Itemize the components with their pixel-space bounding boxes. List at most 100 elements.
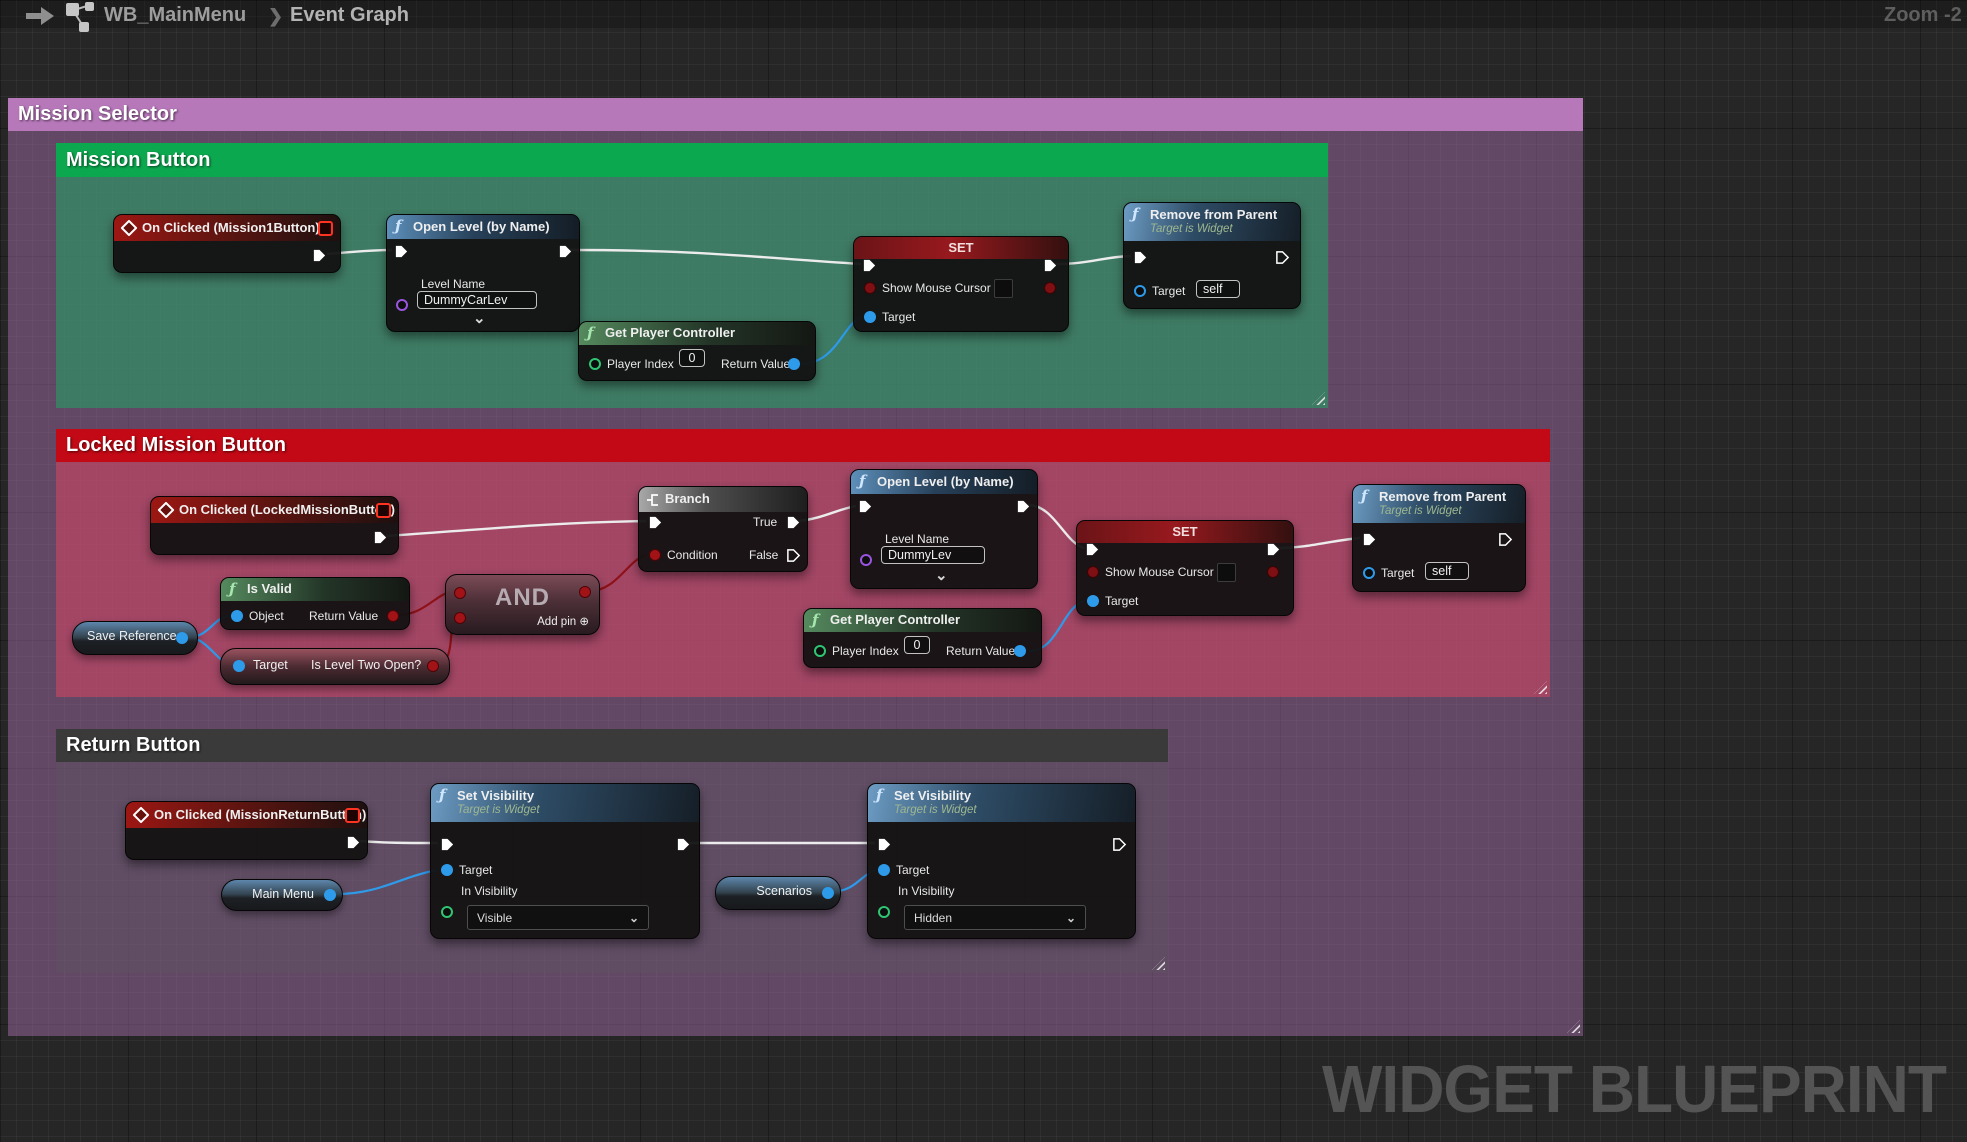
target-pin[interactable] [1363, 567, 1375, 579]
variable-out-pin[interactable] [822, 887, 834, 899]
target-pin[interactable] [864, 311, 876, 323]
exec-out-pin[interactable] [1275, 250, 1290, 265]
level-name-pin[interactable] [860, 554, 872, 566]
exec-out-pin[interactable] [1266, 542, 1281, 557]
comment-return-button-header[interactable]: Return Button [56, 729, 1168, 762]
exec-in-pin[interactable] [1085, 542, 1100, 557]
player-index-input[interactable]: 0 [904, 636, 930, 654]
true-exec-pin[interactable] [786, 515, 801, 530]
exec-out-pin[interactable] [312, 248, 327, 263]
level-name-input[interactable]: DummyCarLev [417, 291, 537, 309]
variable-out-pin[interactable] [324, 889, 336, 901]
node-title: Is Level Two Open? [311, 658, 422, 672]
forward-arrow-icon[interactable] [26, 5, 58, 27]
pin-label: Target [896, 863, 930, 877]
node-remove-from-parent-2[interactable]: ƒ Remove from Parent Target is Widget Ta… [1352, 484, 1526, 592]
exec-out-pin[interactable] [1043, 258, 1058, 273]
node-on-clicked-mission1[interactable]: On Clicked (Mission1Button) [113, 214, 341, 273]
node-and-gate[interactable]: AND Add pin ⊕ [445, 574, 600, 635]
node-subtitle: Target is Widget [894, 804, 977, 816]
node-remove-from-parent-1[interactable]: ƒ Remove from Parent Target is Widget Ta… [1123, 202, 1301, 309]
and-input-pin-1[interactable] [454, 587, 466, 599]
return-value-pin[interactable] [387, 610, 399, 622]
node-branch[interactable]: Branch True Condition False [638, 486, 808, 572]
in-visibility-pin[interactable] [878, 906, 890, 918]
exec-out-pin[interactable] [676, 837, 691, 852]
node-set-visibility-1[interactable]: ƒ Set Visibility Target is Widget Target… [430, 783, 700, 939]
chevron-down-icon: ⌄ [1065, 910, 1076, 925]
exec-in-pin[interactable] [648, 515, 663, 530]
and-input-pin-2[interactable] [454, 612, 466, 624]
node-get-player-controller-1[interactable]: ƒ Get Player Controller Player Index 0 R… [578, 321, 816, 381]
target-pin[interactable] [441, 864, 453, 876]
node-scenarios-variable[interactable]: Scenarios [715, 876, 841, 910]
node-open-level-2[interactable]: ƒ Open Level (by Name) Level Name DummyL… [850, 469, 1038, 589]
in-visibility-dropdown[interactable]: Visible ⌄ [467, 905, 649, 930]
node-main-menu-variable[interactable]: Main Menu [221, 879, 343, 911]
comment-locked-mission-button-header[interactable]: Locked Mission Button [56, 429, 1550, 462]
in-visibility-dropdown[interactable]: Hidden ⌄ [904, 905, 1086, 930]
comment-mission-button-header[interactable]: Mission Button [56, 143, 1328, 177]
exec-in-pin[interactable] [877, 837, 892, 852]
exec-in-pin[interactable] [862, 258, 877, 273]
node-get-player-controller-2[interactable]: ƒ Get Player Controller Player Index 0 R… [803, 608, 1042, 668]
node-on-clicked-locked-mission[interactable]: On Clicked (LockedMissionButton) [150, 496, 399, 555]
target-input[interactable]: self [1196, 280, 1240, 298]
node-title: Open Level (by Name) [877, 474, 1014, 489]
exec-in-pin[interactable] [1362, 532, 1377, 547]
condition-pin[interactable] [649, 549, 661, 561]
exec-out-pin[interactable] [346, 835, 361, 850]
breadcrumb-separator-icon: ❯ [268, 6, 284, 26]
in-visibility-pin[interactable] [441, 906, 453, 918]
breadcrumb-asset[interactable]: WB_MainMenu [104, 4, 247, 26]
target-pin[interactable] [1087, 595, 1099, 607]
show-mouse-cursor-checkbox[interactable] [994, 279, 1013, 298]
node-on-clicked-mission-return[interactable]: On Clicked (MissionReturnButton) [125, 801, 368, 860]
show-mouse-cursor-in-pin[interactable] [1087, 566, 1099, 578]
chevron-down-icon[interactable]: ⌄ [935, 567, 948, 584]
player-index-input[interactable]: 0 [679, 349, 705, 367]
exec-in-pin[interactable] [1133, 250, 1148, 265]
node-set-show-mouse-cursor-2[interactable]: SET Show Mouse Cursor Target [1076, 520, 1294, 616]
chevron-down-icon: ⌄ [628, 910, 639, 925]
return-value-pin[interactable] [788, 358, 800, 370]
exec-out-pin[interactable] [1498, 532, 1513, 547]
pin-label: Return Value [946, 644, 1016, 658]
target-pin[interactable] [1134, 285, 1146, 297]
node-save-reference-variable[interactable]: Save Reference [72, 621, 198, 655]
node-title: Is Valid [247, 581, 292, 596]
show-mouse-cursor-checkbox[interactable] [1217, 563, 1236, 582]
node-is-valid[interactable]: ƒ Is Valid Object Return Value [220, 577, 410, 630]
target-pin[interactable] [233, 660, 245, 672]
chevron-down-icon[interactable]: ⌄ [473, 310, 486, 327]
exec-in-pin[interactable] [394, 244, 409, 259]
node-set-visibility-2[interactable]: ƒ Set Visibility Target is Widget Target… [867, 783, 1136, 939]
add-pin-button[interactable]: Add pin ⊕ [537, 616, 589, 628]
object-pin[interactable] [231, 610, 243, 622]
node-set-show-mouse-cursor-1[interactable]: SET Show Mouse Cursor Target [853, 236, 1069, 332]
and-output-pin[interactable] [579, 586, 591, 598]
exec-out-pin[interactable] [1016, 499, 1031, 514]
exec-out-pin[interactable] [1112, 837, 1127, 852]
player-index-pin[interactable] [589, 358, 601, 370]
show-mouse-cursor-in-pin[interactable] [864, 282, 876, 294]
level-name-input[interactable]: DummyLev [881, 546, 985, 564]
variable-out-pin[interactable] [176, 632, 188, 644]
comment-mission-selector-header[interactable]: Mission Selector [8, 98, 1583, 131]
node-is-level-two-open[interactable]: Target Is Level Two Open? [220, 648, 450, 685]
level-name-pin[interactable] [396, 299, 408, 311]
show-mouse-cursor-out-pin[interactable] [1044, 282, 1056, 294]
player-index-pin[interactable] [814, 645, 826, 657]
exec-out-pin[interactable] [558, 244, 573, 259]
exec-out-pin[interactable] [373, 530, 388, 545]
show-mouse-cursor-out-pin[interactable] [1267, 566, 1279, 578]
return-value-pin[interactable] [1014, 645, 1026, 657]
exec-in-pin[interactable] [440, 837, 455, 852]
result-pin[interactable] [427, 660, 439, 672]
pin-label: Return Value [721, 357, 791, 371]
false-exec-pin[interactable] [786, 548, 801, 563]
target-pin[interactable] [878, 864, 890, 876]
exec-in-pin[interactable] [858, 499, 873, 514]
node-open-level-1[interactable]: ƒ Open Level (by Name) Level Name DummyC… [386, 214, 580, 332]
target-input[interactable]: self [1425, 562, 1469, 580]
